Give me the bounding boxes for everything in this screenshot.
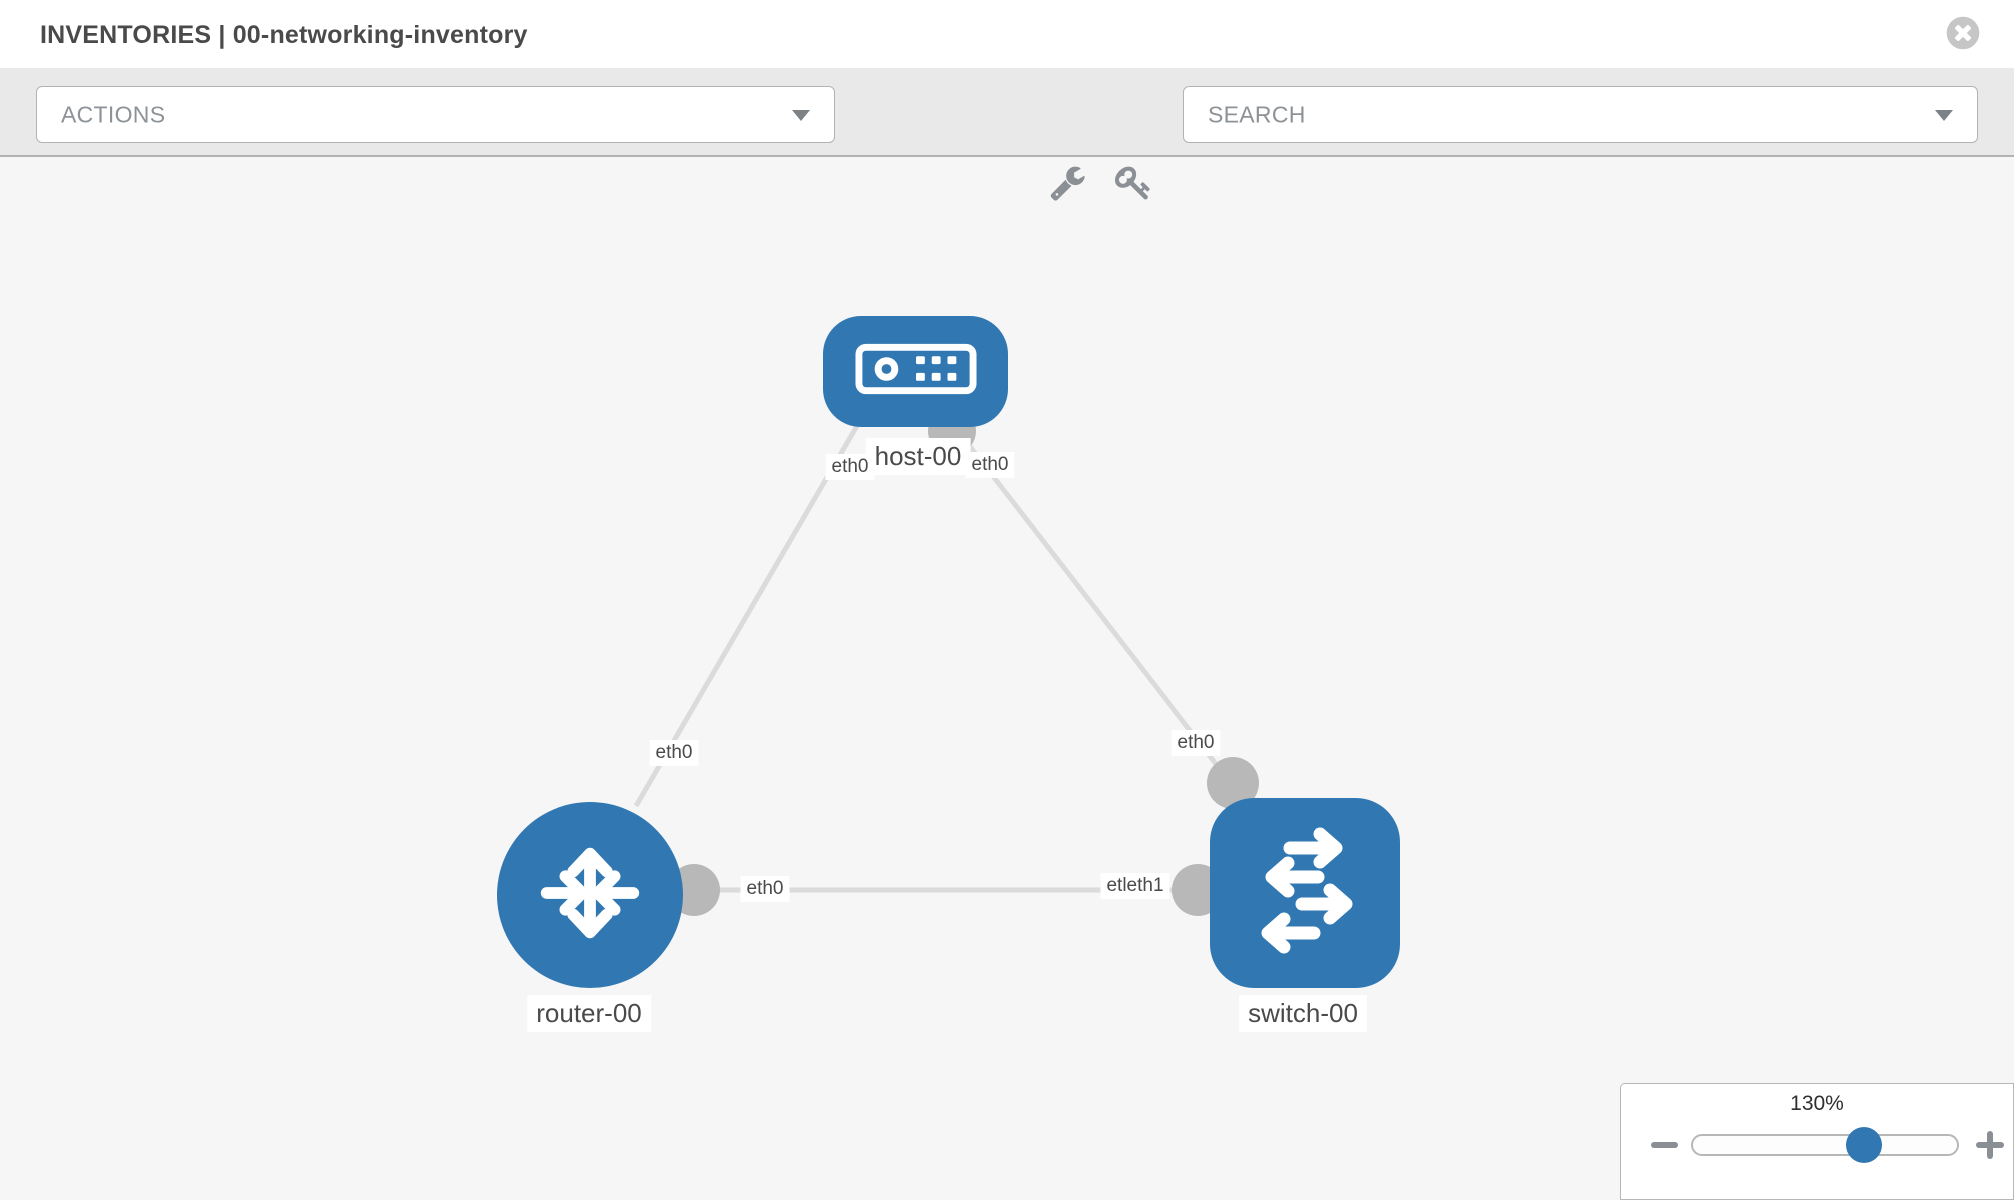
chevron-down-icon xyxy=(792,109,810,121)
interface-label-switch-to-host: eth0 xyxy=(1171,730,1221,756)
actions-dropdown[interactable]: ACTIONS xyxy=(36,86,835,143)
circle-x-close-icon xyxy=(1944,16,1982,56)
interface-label-host-to-router: eth0 xyxy=(825,454,875,480)
port-connector-switch-top xyxy=(1207,757,1259,809)
node-switch-00[interactable] xyxy=(1210,798,1400,988)
zoom-level-value: 130% xyxy=(1790,1092,1844,1115)
panel-header: INVENTORIES | 00-networking-inventory xyxy=(0,0,2014,68)
credentials-button[interactable] xyxy=(1115,164,1152,201)
minus-icon[interactable] xyxy=(1651,1142,1678,1148)
node-host-00[interactable] xyxy=(823,316,1008,427)
actions-dropdown-label: ACTIONS xyxy=(61,101,166,127)
topology-edges-layer xyxy=(600,398,1259,916)
switch-arrows-icon xyxy=(1210,796,1400,991)
interface-label-switch-to-router: etleth1 xyxy=(1100,873,1170,899)
router-arrows-icon xyxy=(531,834,649,957)
chevron-down-icon xyxy=(1935,109,1953,121)
interface-label-router-to-switch: eth0 xyxy=(740,876,790,902)
key-icon xyxy=(1115,166,1152,205)
interface-label-router-to-host: eth0 xyxy=(649,740,699,766)
tools-button[interactable] xyxy=(1049,164,1086,201)
interface-label-host-to-switch: eth0 xyxy=(965,452,1015,478)
zoom-slider-track[interactable] xyxy=(1691,1134,1959,1156)
search-dropdown-label: SEARCH xyxy=(1208,101,1306,127)
topology-canvas[interactable]: host-00 router-00 switch-00 eth0 eth0 et… xyxy=(0,157,2014,1200)
node-router-00[interactable] xyxy=(497,802,683,988)
close-panel-button[interactable] xyxy=(1944,14,1982,52)
wrench-icon xyxy=(1049,166,1086,205)
zoom-slider-thumb[interactable] xyxy=(1846,1127,1882,1163)
node-label-switch: switch-00 xyxy=(1239,995,1367,1032)
host-device-icon xyxy=(854,341,977,402)
zoom-control-panel: 130% xyxy=(1620,1083,2014,1200)
node-label-host: host-00 xyxy=(865,438,971,475)
search-dropdown[interactable]: SEARCH xyxy=(1183,86,1978,143)
toolbar: ACTIONS SEARCH xyxy=(0,68,2014,201)
node-label-router: router-00 xyxy=(527,995,651,1032)
page-title: INVENTORIES | 00-networking-inventory xyxy=(40,21,528,49)
plus-icon[interactable] xyxy=(1973,1128,2007,1162)
